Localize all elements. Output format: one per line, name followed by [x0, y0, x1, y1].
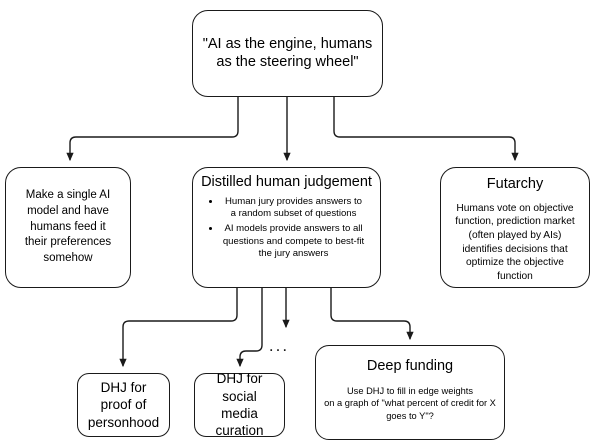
- edge-dhj-to-deep-funding: [330, 288, 414, 341]
- node-single-ai-model-label: Make a single AI model and have humans f…: [24, 188, 112, 265]
- edge-root-to-futarchy: [333, 97, 519, 162]
- node-root[interactable]: "AI as the engine, humans as the steerin…: [192, 10, 383, 97]
- node-dhj-proof-of-personhood[interactable]: DHJ for proof of personhood: [77, 373, 170, 437]
- node-dhj-social-media-curation-label: DHJ for social media curation: [215, 371, 264, 439]
- list-item: Human jury provides answers to a random …: [221, 196, 366, 221]
- node-root-label: "AI as the engine, humans as the steerin…: [202, 35, 373, 70]
- node-single-ai-model[interactable]: Make a single AI model and have humans f…: [5, 167, 131, 288]
- node-futarchy-body: Humans vote on objective function, predi…: [455, 202, 575, 283]
- node-futarchy-title: Futarchy: [486, 176, 544, 192]
- list-item: AI models provide answers to all questio…: [221, 223, 366, 261]
- node-dhj-title: Distilled human judgement: [201, 174, 372, 190]
- node-futarchy[interactable]: Futarchy Humans vote on objective functi…: [440, 167, 590, 288]
- node-deep-funding-body: Use DHJ to fill in edge weights on a gra…: [324, 385, 496, 421]
- node-dhj-bullet-list: Human jury provides answers to a random …: [201, 196, 372, 263]
- edge-root-to-single-model: [66, 97, 239, 162]
- edge-dhj-to-dhj-social: [236, 288, 263, 368]
- ellipsis-label: ...: [268, 336, 290, 355]
- node-dhj-social-media-curation[interactable]: DHJ for social media curation: [194, 371, 285, 439]
- node-deep-funding[interactable]: Deep funding Use DHJ to fill in edge wei…: [315, 345, 505, 440]
- node-deep-funding-title: Deep funding: [366, 358, 454, 374]
- node-dhj-proof-of-personhood-label: DHJ for proof of personhood: [87, 380, 160, 430]
- node-distilled-human-judgement[interactable]: Distilled human judgement Human jury pro…: [192, 167, 381, 288]
- edge-dhj-to-dhj-personhood: [119, 288, 238, 368]
